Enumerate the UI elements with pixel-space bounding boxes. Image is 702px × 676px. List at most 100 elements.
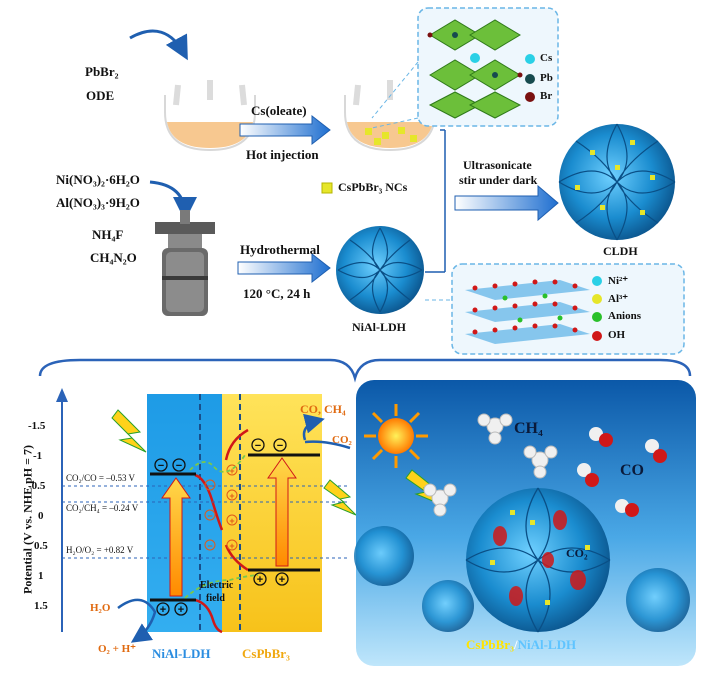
electric-field-label-1: Electric	[200, 580, 234, 591]
svg-text:−: −	[207, 481, 212, 491]
legend-pb: Pb	[540, 72, 553, 84]
y-tick-3: -0.5	[28, 480, 46, 492]
co-molecule-icon-4	[615, 499, 639, 517]
ldh-electrons: − −	[154, 458, 186, 472]
arrow-hydrothermal	[237, 252, 331, 284]
svg-text:+: +	[229, 466, 234, 476]
svg-text:−: −	[277, 440, 283, 452]
nc-legend-label: CsPbBr₃ NCs	[338, 180, 408, 194]
co-molecule-icon	[589, 427, 613, 447]
legend-dot-anions	[592, 312, 602, 322]
legend-cs: Cs	[540, 52, 553, 64]
ch4-molecule-icon	[477, 413, 513, 445]
ldh-flower-icon	[336, 226, 424, 314]
flask-icon	[164, 80, 256, 152]
svg-text:−: −	[255, 440, 261, 452]
svg-text:+: +	[257, 574, 263, 586]
reagent-ode: ODE	[86, 88, 115, 103]
svg-text:−: −	[207, 511, 212, 521]
legend-dot-cs	[525, 54, 535, 64]
composite-part1: CsPbBr₃	[466, 637, 514, 652]
photocatalysis-scene	[354, 380, 696, 666]
legend-ni: Ni²⁺	[608, 275, 629, 287]
svg-text:+: +	[229, 491, 234, 501]
step2-condition: 120 °C, 24 h	[243, 286, 311, 301]
legend-anions: Anions	[608, 310, 642, 322]
h2o-label: H₂O	[90, 602, 111, 614]
co2-inflow-arrow	[304, 440, 351, 450]
y-tick-5: 0.5	[34, 540, 48, 552]
svg-text:−: −	[207, 541, 212, 551]
y-tick-4: 0	[38, 510, 44, 522]
legend-dot-ni	[592, 276, 602, 286]
combine-bracket	[425, 129, 446, 273]
svg-text:+: +	[178, 604, 184, 616]
legend-dot-pb	[525, 74, 535, 84]
light-bolt-icon-2	[323, 479, 357, 516]
small-flower-icon	[354, 526, 414, 586]
step1-method: Hot injection	[246, 147, 319, 162]
autoclave-icon	[155, 210, 215, 316]
curved-arrow-pbbr2	[129, 29, 188, 61]
charge-transfer-path	[189, 454, 246, 473]
ldh-holes: + +	[156, 602, 188, 616]
level-ch4-label: CO₂/CH₄ = –0.24 V	[66, 503, 139, 513]
cldh-flower-icon	[558, 123, 676, 241]
ldh-band-region	[147, 394, 225, 632]
co2-scene-label: CO₂	[566, 546, 588, 560]
pvk-electrons: − −	[251, 438, 287, 452]
svg-text:+: +	[229, 516, 234, 526]
combine-label-1: Ultrasonicate	[463, 158, 532, 172]
arrow-hot-injection	[239, 114, 331, 146]
reagent-pbbr2: PbBr₂	[85, 64, 119, 79]
step1-reagent: Cs(oleate)	[251, 103, 307, 118]
level-o2-label: H₂O/O₂ = +0.82 V	[66, 545, 134, 555]
charge-transfer-path-2	[184, 574, 259, 599]
nc-cube-icon	[321, 182, 333, 194]
ch4-label: CH₄	[514, 420, 543, 437]
legend-dot-al	[592, 294, 602, 304]
perovskite-octahedra	[427, 19, 523, 119]
y-tick-6: 1	[38, 570, 44, 582]
oxidation-products-label: O₂ + H⁺	[98, 643, 136, 655]
pvk-holes: + +	[253, 572, 289, 586]
legend-oh: OH	[608, 329, 626, 341]
section-brace	[38, 358, 692, 383]
step2-method: Hydrothermal	[240, 242, 320, 257]
co-label: CO	[620, 462, 644, 479]
co-molecule-icon-3	[577, 463, 599, 487]
pvk-excitation-arrow	[267, 457, 297, 567]
y-tick-7: 1.5	[34, 600, 48, 612]
small-flower-icon-2	[422, 580, 474, 632]
co2-reactant-label: CO₂	[332, 434, 352, 446]
legend-al: Al³⁺	[608, 293, 629, 305]
composite-sep: /	[513, 637, 518, 652]
ldh-excitation-arrow	[161, 477, 191, 597]
composite-label: CsPbBr₃/NiAl-LDH	[466, 637, 576, 653]
level-co-label: CO₂/CO = –0.53 V	[66, 473, 136, 483]
reagent-ni: Ni(NO₃)₂·6H₂O	[56, 172, 140, 187]
legend-dot-br	[525, 92, 535, 102]
co2-reduction-arrow	[302, 413, 325, 441]
svg-text:−: −	[176, 460, 182, 472]
reagent-nh4f: NH₄F	[92, 227, 124, 242]
ldh-name-label: NiAl-LDH	[152, 646, 211, 661]
reagent-al: Al(NO₃)₃·9H₂O	[56, 195, 140, 210]
sun-icon	[364, 404, 428, 468]
h2o-oxidation-arrow	[117, 598, 157, 643]
pvk-cb-bend	[224, 428, 249, 461]
svg-text:+: +	[279, 574, 285, 586]
pvk-band-region	[222, 394, 322, 632]
y-tick-1: -1.5	[28, 420, 46, 432]
curved-arrow-reagents	[149, 180, 197, 221]
products-label: CO, CH₄	[300, 402, 346, 416]
product-label: CLDH	[603, 244, 638, 258]
svg-text:−: −	[158, 460, 164, 472]
legend-br: Br	[540, 90, 553, 102]
ldh-label: NiAl-LDH	[352, 320, 406, 334]
composite-part2: NiAl-LDH	[517, 637, 577, 652]
light-bolt-icon	[111, 409, 147, 453]
arrow-ultrasonicate	[454, 184, 559, 222]
small-flower-icon-3	[626, 568, 690, 632]
